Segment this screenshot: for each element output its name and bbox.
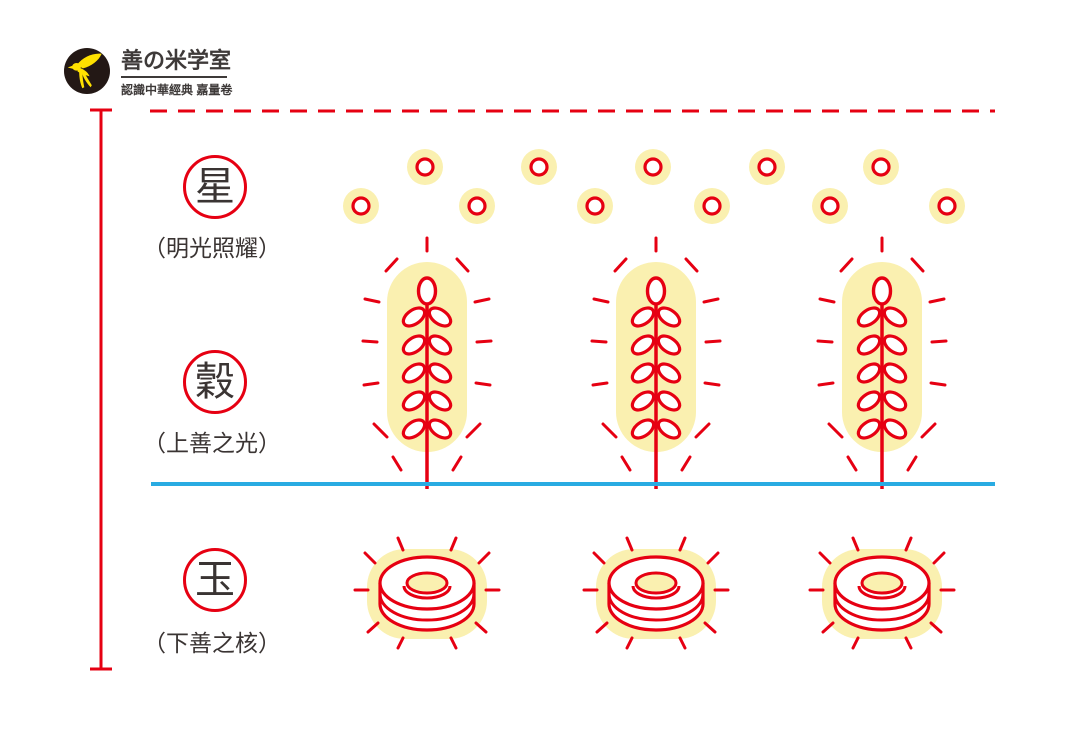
wheat-stalk-1	[361, 236, 493, 491]
brand-logo: 善の米学室 認識中華經典 嘉量卷	[64, 48, 232, 98]
left-measure-line	[90, 108, 112, 671]
star-icon	[927, 186, 967, 226]
wheat-row	[361, 236, 948, 491]
brand-title: 善の米学室	[121, 48, 232, 74]
star-icon	[457, 186, 497, 226]
star-icon	[405, 147, 445, 187]
row-caption-jade: （下善之核）	[143, 630, 281, 656]
wheat-stalk-3	[816, 236, 948, 491]
row-caption-grain: （上善之光）	[143, 430, 281, 456]
star-icon	[341, 186, 381, 226]
jade-row	[353, 536, 956, 650]
brand-subtitle: 認識中華經典 嘉量卷	[121, 83, 233, 97]
star-icon	[633, 147, 673, 187]
brand-text-block: 善の米学室 認識中華經典 嘉量卷	[121, 48, 232, 98]
star-field	[341, 147, 967, 226]
wheat-stalk-2	[590, 236, 722, 491]
row-caption-star: （明光照耀）	[143, 235, 281, 261]
star-icon	[575, 186, 615, 226]
star-icon	[519, 147, 559, 187]
star-icon	[810, 186, 850, 226]
star-icon	[692, 186, 732, 226]
star-icon	[861, 147, 901, 187]
row-label-circle-grain: 穀	[183, 350, 247, 414]
brand-badge	[64, 48, 110, 94]
swallow-bird-icon	[67, 53, 102, 89]
star-icon	[747, 147, 787, 187]
row-label-char-star: 星	[195, 165, 235, 209]
jade-disc-3	[808, 536, 956, 650]
row-label-char-jade: 玉	[195, 558, 235, 602]
row-label-circle-jade: 玉	[183, 548, 247, 612]
brand-divider	[121, 76, 227, 78]
row-label-circle-star: 星	[183, 155, 247, 219]
jade-disc-1	[353, 536, 501, 650]
row-label-char-grain: 穀	[195, 360, 235, 404]
jade-disc-2	[582, 536, 730, 650]
